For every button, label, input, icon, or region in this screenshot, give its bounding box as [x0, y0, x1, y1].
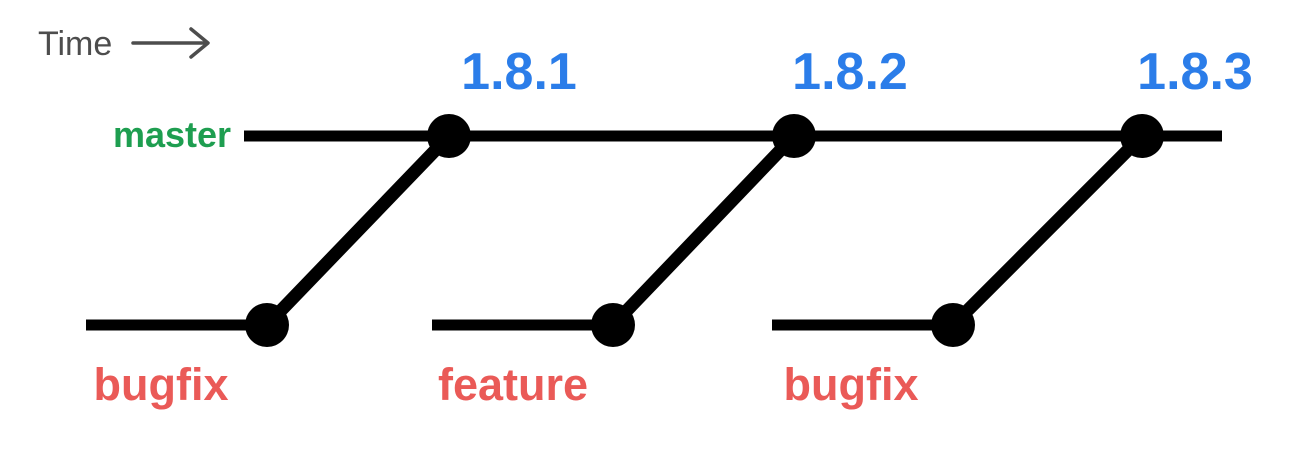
commit-dot-release-3: [1120, 114, 1164, 158]
merge-line-bugfix-2-to-master: [948, 131, 1147, 330]
time-axis-label: Time: [38, 25, 113, 63]
merge-line-bugfix-1-to-master: [262, 131, 454, 330]
commit-dot-bugfix-1: [245, 303, 289, 347]
commit-dot-release-1: [427, 114, 471, 158]
time-arrow-icon: [131, 27, 210, 59]
commit-dot-bugfix-2: [931, 303, 975, 347]
branch-label-bugfix-1: bugfix: [93, 359, 229, 410]
commit-dot-feature: [591, 303, 635, 347]
release-tag-3: 1.8.3: [1137, 43, 1253, 101]
time-arrow-head: [189, 27, 210, 59]
release-tag-2: 1.8.2: [792, 43, 908, 101]
merge-line-feature-to-master: [608, 131, 799, 330]
master-branch-label: master: [112, 114, 232, 155]
branch-label-bugfix-2: bugfix: [783, 359, 919, 410]
commit-dot-release-2: [772, 114, 816, 158]
branch-label-feature: feature: [437, 359, 589, 410]
release-tag-1: 1.8.1: [461, 43, 577, 101]
